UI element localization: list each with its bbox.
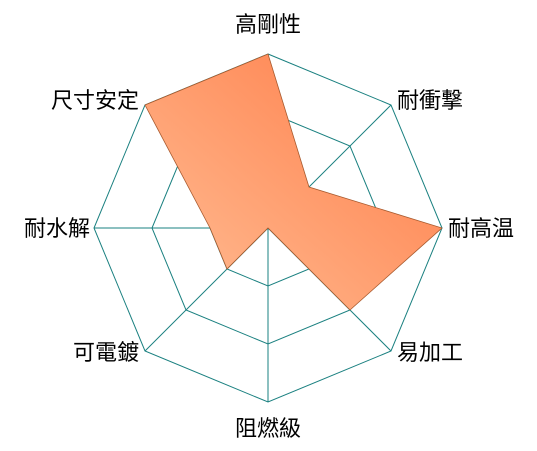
radar-series [144, 53, 443, 311]
axis-label-platable: 可電鍍 [73, 341, 139, 366]
axis-label-hydrolysis-resistance: 耐水解 [24, 217, 90, 242]
axis-label-impact-resistance: 耐衝撃 [397, 89, 463, 114]
axis-label-dimensional-stability: 尺寸安定 [51, 89, 139, 114]
axis-labels: 高剛性 耐衝撃 耐高温 易加工 阻燃級 可電鍍 耐水解 尺寸安定 [24, 13, 514, 442]
axis-label-flame-retardant: 阻燃級 [235, 417, 301, 442]
axis-label-high-rigidity: 高剛性 [235, 13, 301, 38]
axis-label-heat-resistance: 耐高温 [448, 217, 514, 242]
series-area-0 [144, 53, 443, 311]
axis-label-easy-processing: 易加工 [397, 341, 463, 366]
